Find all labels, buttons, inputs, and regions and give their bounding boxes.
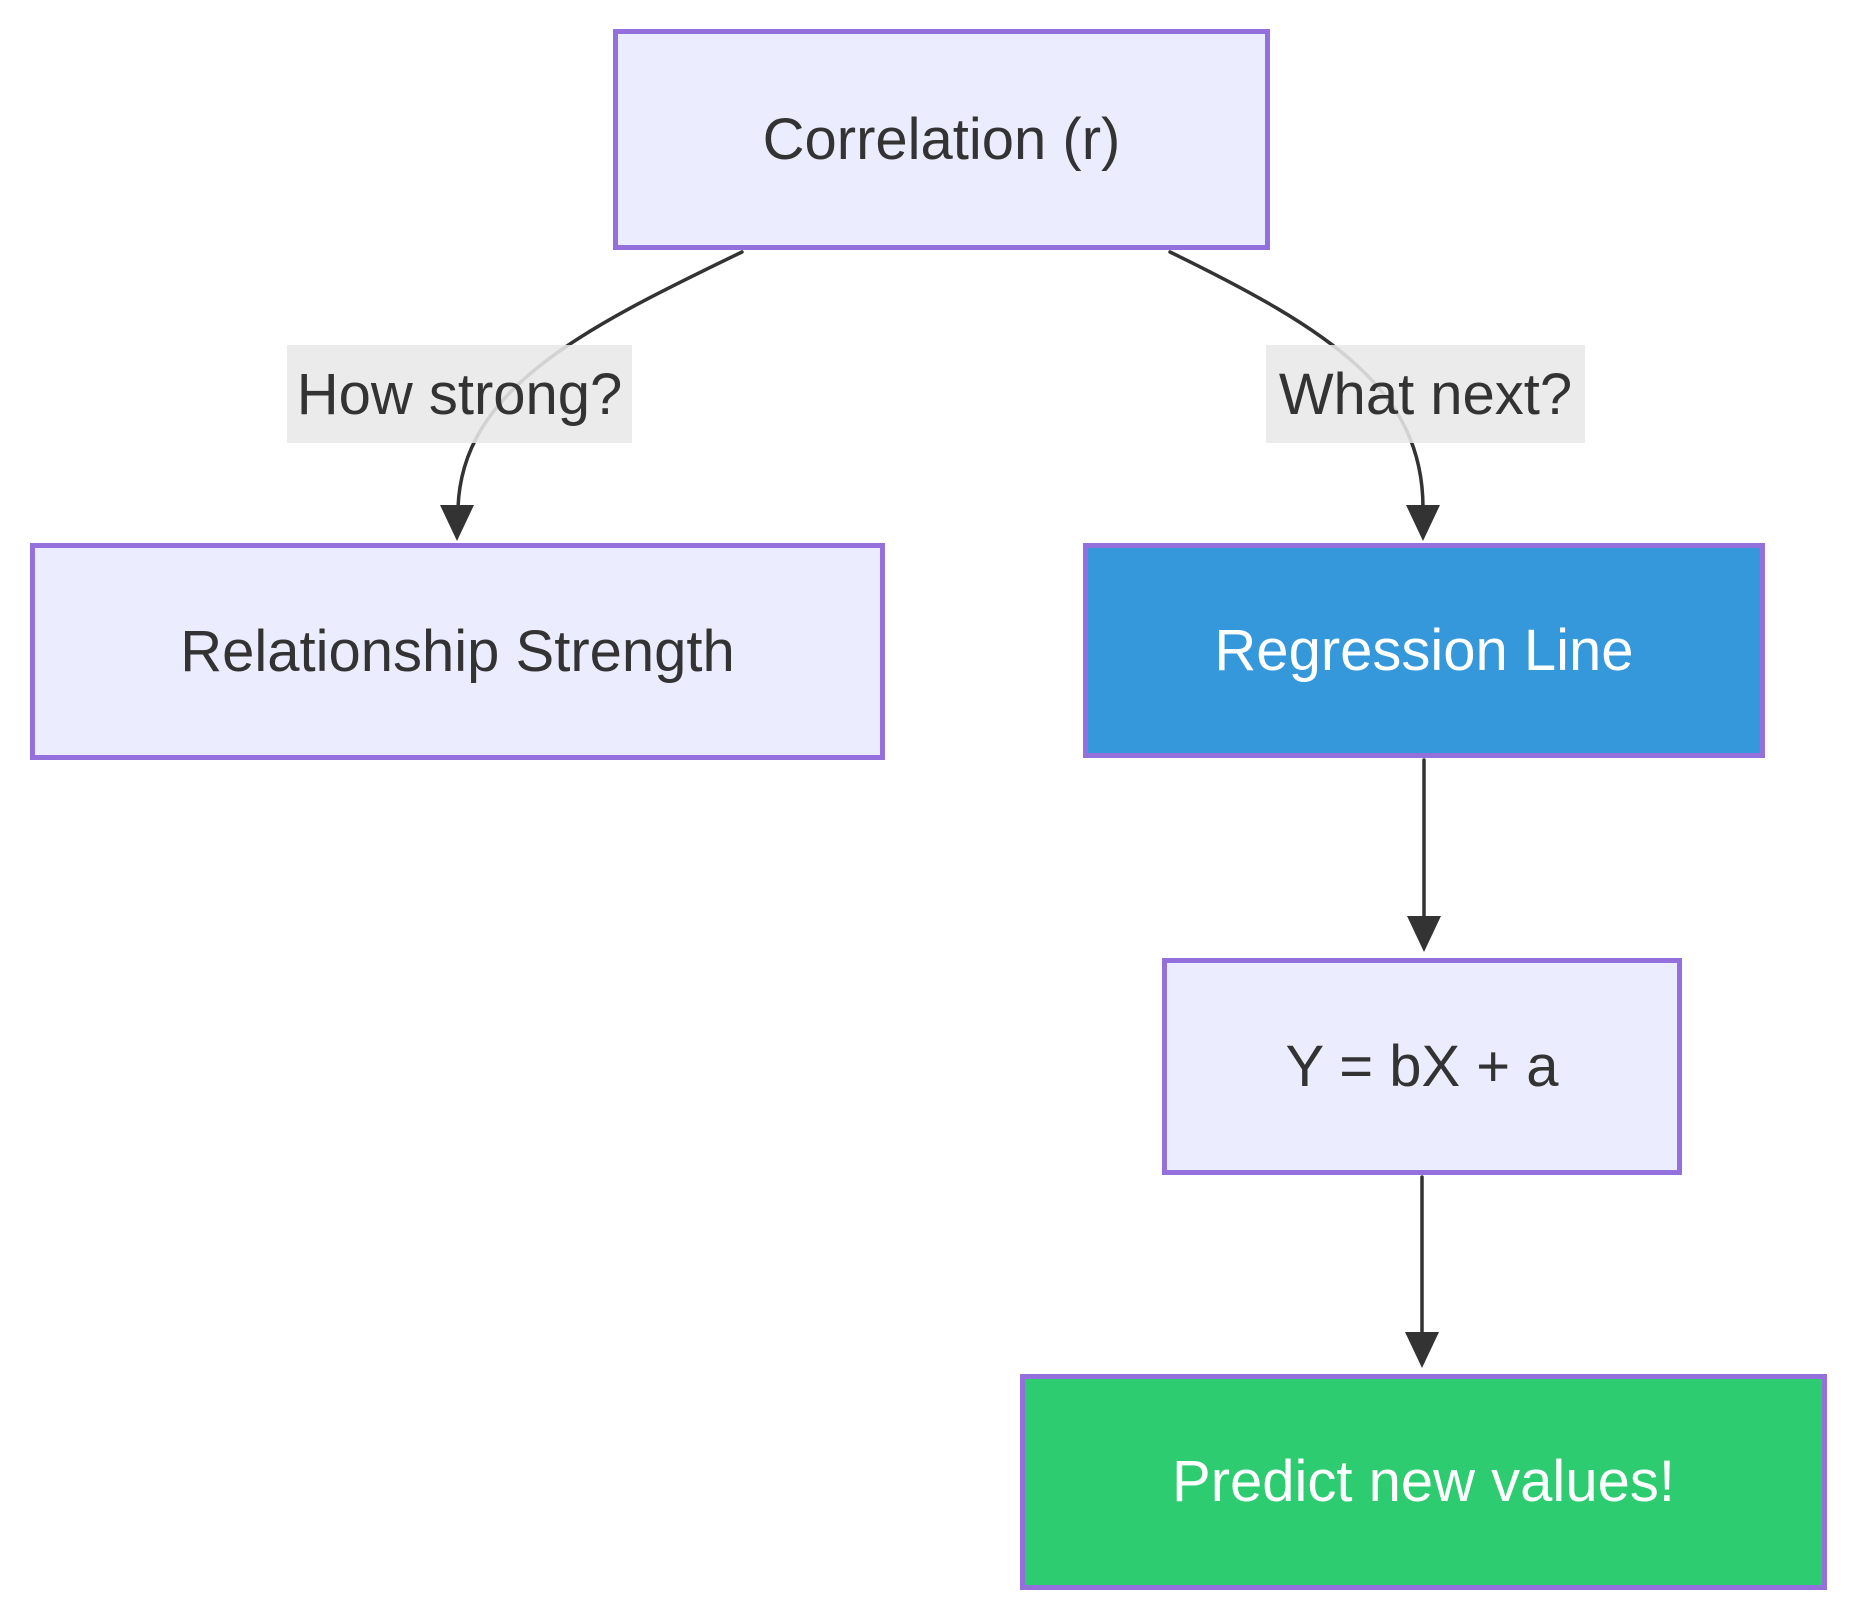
arrowhead-formula: [1407, 916, 1441, 952]
node-regression-line-label: Regression Line: [1214, 617, 1634, 683]
node-predict-values-label: Predict new values!: [1172, 1449, 1675, 1515]
arrowhead-predict: [1405, 1332, 1439, 1368]
edge-label-what-next: What next?: [1266, 345, 1585, 443]
arrowhead-strength: [440, 505, 474, 541]
arrowhead-regression: [1406, 505, 1440, 541]
node-formula-label: Y = bX + a: [1285, 1033, 1559, 1099]
node-correlation-label: Correlation (r): [762, 106, 1121, 172]
node-predict-values: Predict new values!: [1020, 1374, 1827, 1590]
edge-label-how-strong: How strong?: [287, 345, 632, 443]
node-correlation: Correlation (r): [613, 29, 1270, 250]
edge-label-how-strong-text: How strong?: [296, 361, 623, 427]
node-relationship-strength: Relationship Strength: [30, 543, 885, 760]
node-relationship-strength-label: Relationship Strength: [180, 618, 735, 684]
edge-label-what-next-text: What next?: [1278, 361, 1573, 427]
node-regression-line: Regression Line: [1083, 543, 1765, 758]
node-formula: Y = bX + a: [1162, 958, 1682, 1175]
